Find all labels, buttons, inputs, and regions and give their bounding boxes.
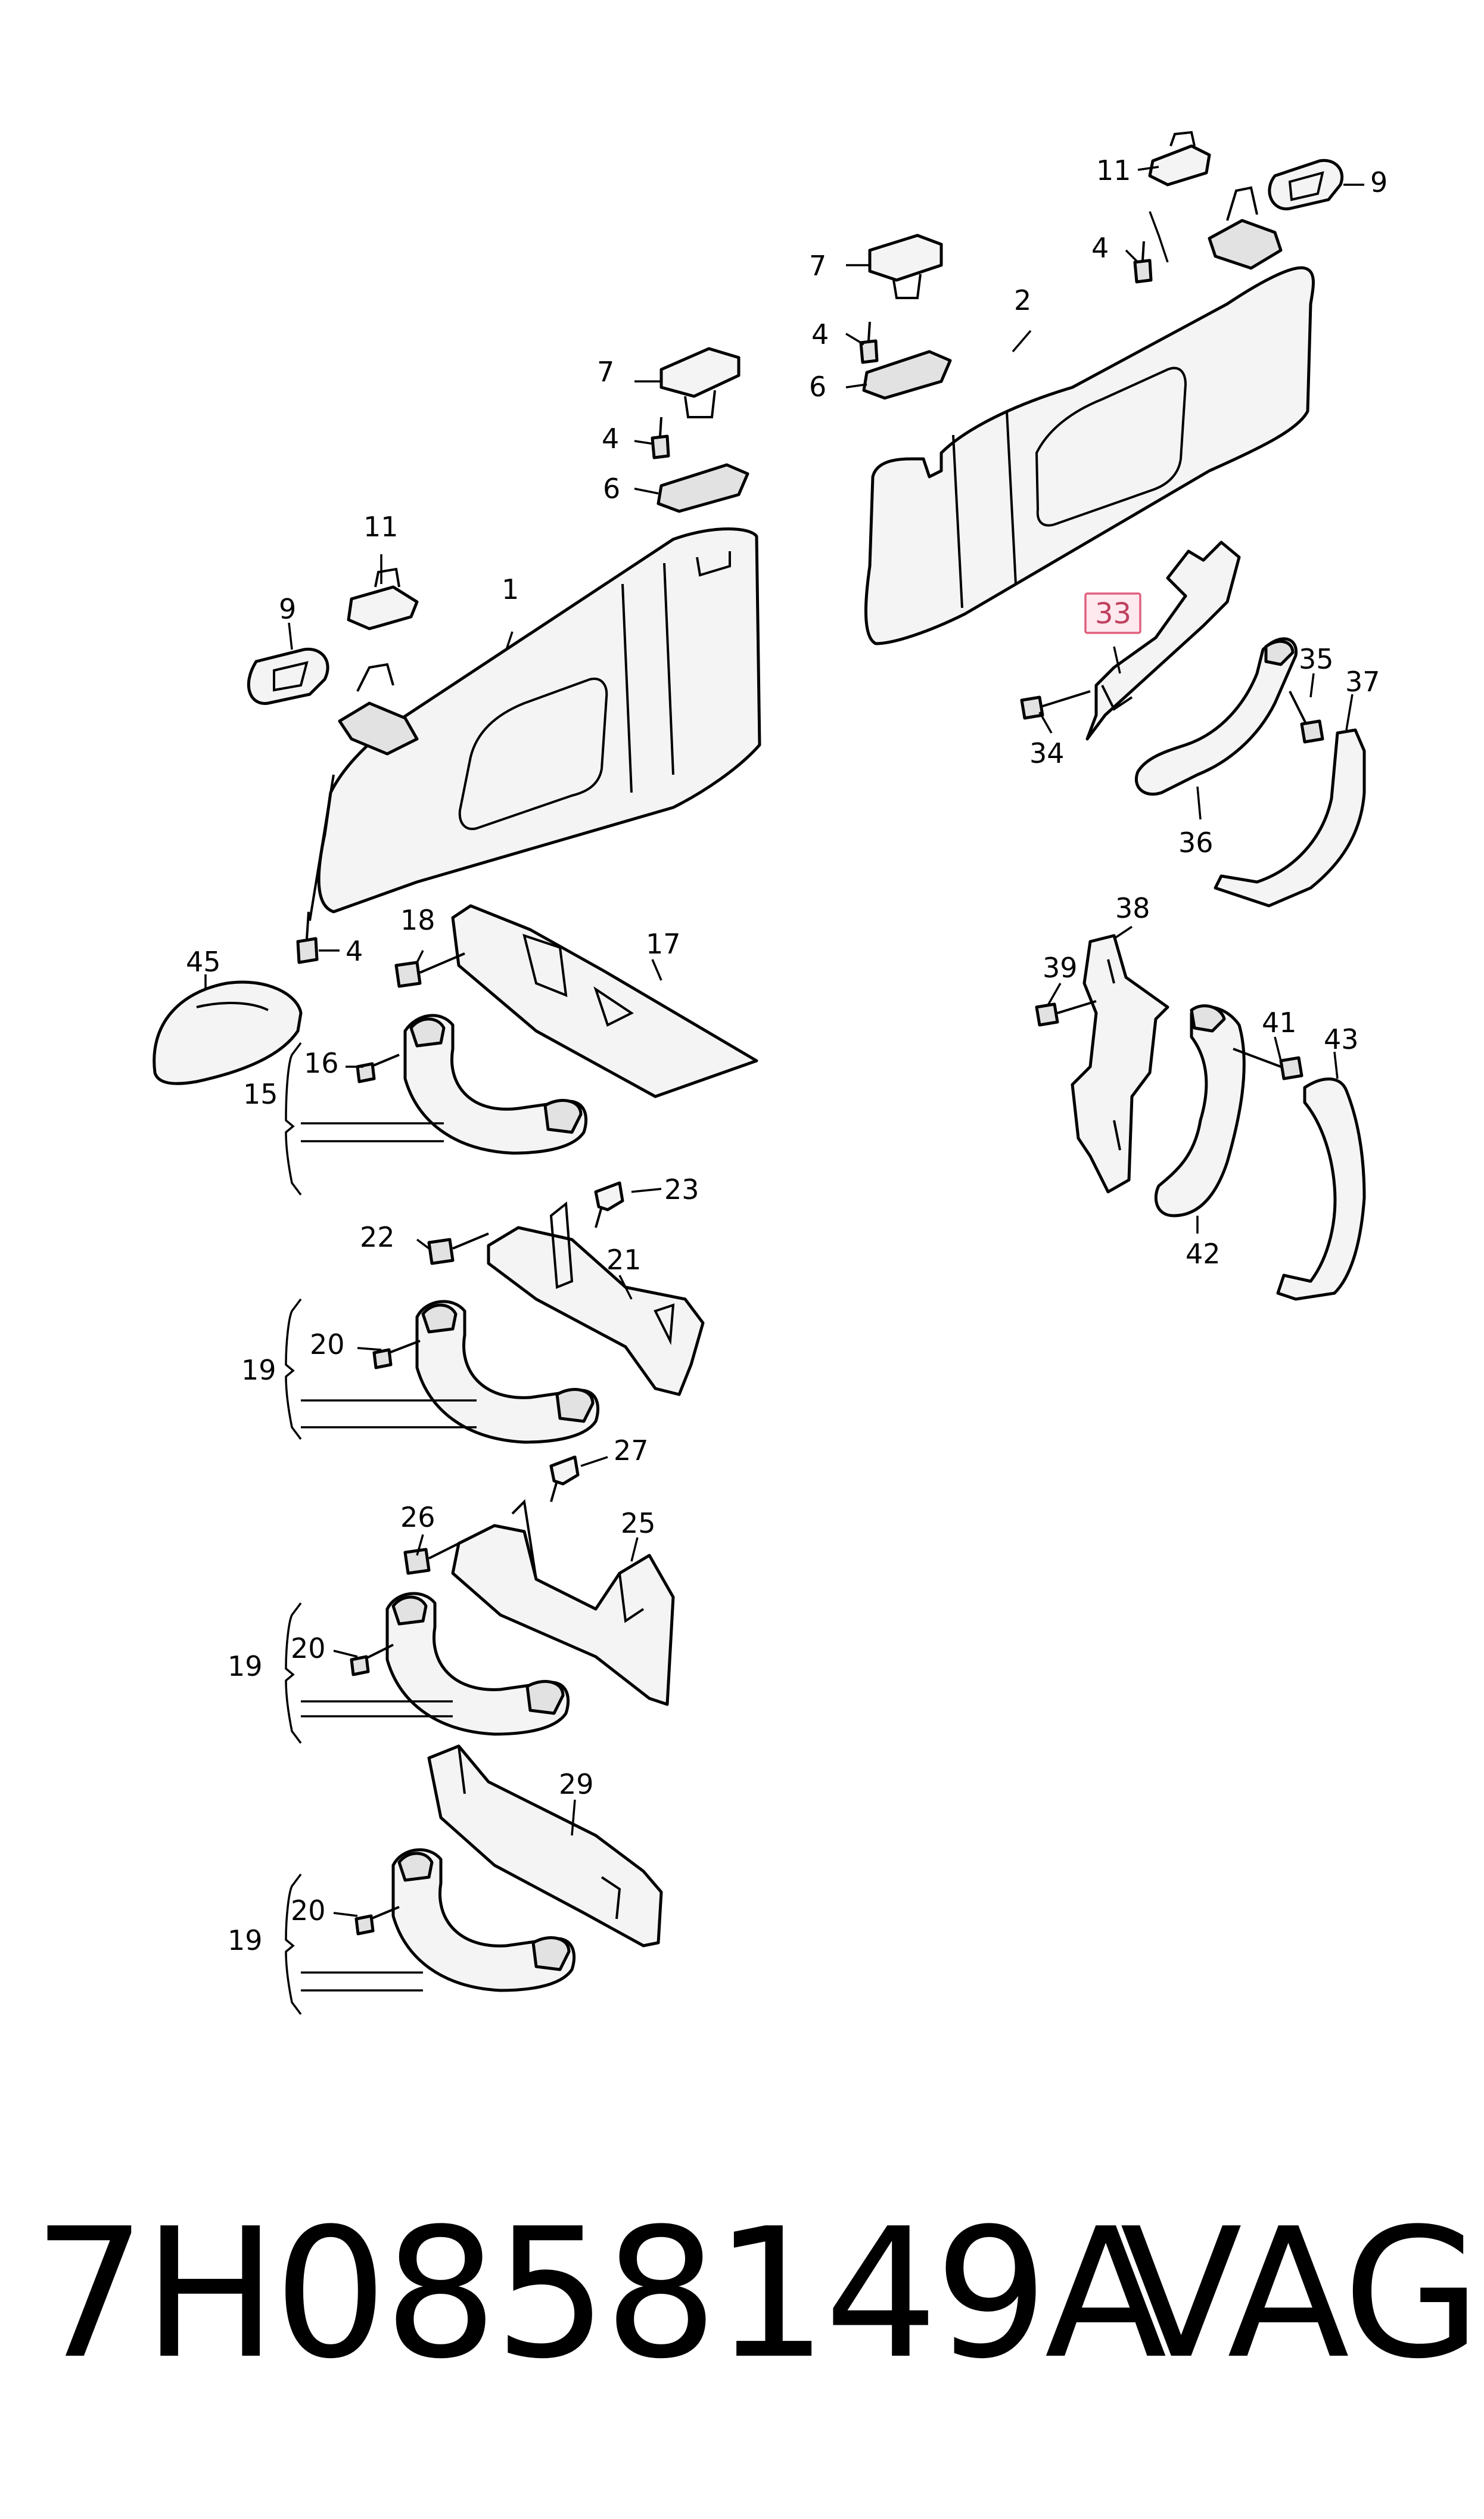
callout-4-right-top: 4 — [1091, 232, 1109, 264]
bracket-21 — [487, 1201, 705, 1396]
hinge-11-right — [1148, 131, 1211, 187]
grab-handle-19b — [385, 1592, 570, 1736]
callout-42: 42 — [1186, 1238, 1221, 1270]
grab-handle-36 — [1134, 637, 1298, 796]
callout-41: 41 — [1262, 1007, 1297, 1039]
cap-6-left — [657, 463, 749, 513]
callout-43: 43 — [1324, 1023, 1359, 1055]
callout-7-left: 7 — [597, 356, 614, 388]
callout-19a: 19 — [241, 1354, 276, 1386]
callout-4-left-top: 4 — [602, 423, 619, 455]
callout-34: 34 — [1029, 737, 1065, 769]
callout-45: 45 — [186, 946, 221, 978]
callout-20c: 20 — [291, 1894, 326, 1927]
screw-22 — [427, 1232, 489, 1265]
visor-clip-left — [247, 647, 329, 705]
grab-handle-19a — [415, 1300, 600, 1444]
callout-6-left: 6 — [603, 473, 620, 505]
callout-21: 21 — [606, 1244, 642, 1276]
clip-23 — [594, 1181, 624, 1228]
callout-4-right-mid: 4 — [811, 318, 829, 350]
callout-18: 18 — [400, 904, 435, 936]
hinge-11-left — [347, 567, 419, 630]
brand-label: VAG — [1120, 2190, 1481, 2398]
clip-7-left — [659, 347, 741, 418]
bracket-29 — [427, 1744, 663, 1948]
cap-6-right — [862, 350, 952, 400]
trim-37 — [1214, 728, 1366, 908]
callout-4-lower: 4 — [346, 935, 363, 967]
callout-6-right: 6 — [809, 371, 826, 403]
handle-bracket-17 — [451, 904, 758, 1098]
screw-41 — [1233, 1048, 1303, 1080]
callout-11-right: 11 — [1096, 154, 1131, 187]
sun-visor-right — [864, 266, 1315, 645]
clip-27 — [549, 1455, 580, 1502]
screw-4-right-mid — [859, 321, 879, 364]
screw-20b — [350, 1644, 394, 1676]
callout-25: 25 — [621, 1507, 656, 1539]
bracket-38 — [1071, 934, 1169, 1194]
clip-7-right — [868, 234, 943, 299]
callout-35: 35 — [1299, 643, 1334, 675]
visor-mount-right — [1208, 186, 1283, 270]
screw-4-lower — [296, 911, 319, 964]
callout-39: 39 — [1043, 952, 1078, 984]
callout-20a: 20 — [310, 1328, 345, 1361]
screw-4-left-top — [651, 417, 670, 459]
callout-26: 26 — [400, 1501, 435, 1533]
highlight-box-33 — [1084, 592, 1141, 634]
callout-15: 15 — [243, 1078, 278, 1110]
trim-43 — [1276, 1077, 1366, 1301]
callout-20b: 20 — [291, 1632, 326, 1664]
bolt-34 — [1020, 690, 1091, 720]
callout-36: 36 — [1178, 827, 1214, 859]
screw-20a — [372, 1340, 421, 1369]
screw-18 — [394, 952, 465, 988]
screw-35 — [1289, 691, 1324, 744]
callout-1: 1 — [502, 573, 519, 605]
grab-handle-19c — [391, 1848, 576, 1992]
callout-38: 38 — [1115, 892, 1150, 924]
callout-22: 22 — [360, 1221, 395, 1253]
callout-23: 23 — [664, 1173, 699, 1206]
callout-19b: 19 — [228, 1650, 263, 1682]
callout-11-left: 11 — [363, 511, 399, 543]
visor-clip-right — [1268, 159, 1343, 210]
screw-20c — [354, 1906, 400, 1936]
grab-handle-15 — [403, 1014, 588, 1155]
callout-7-right: 7 — [809, 250, 826, 282]
visor-mount-left — [338, 663, 419, 756]
bracket-33 — [1085, 541, 1241, 741]
callout-19c: 19 — [228, 1924, 263, 1956]
screw-16 — [356, 1054, 400, 1083]
callout-29: 29 — [559, 1768, 594, 1800]
callout-16: 16 — [304, 1047, 339, 1079]
callout-2: 2 — [1014, 284, 1031, 316]
bolt-39 — [1035, 1000, 1097, 1027]
callout-9-left: 9 — [279, 593, 296, 625]
callout-37: 37 — [1345, 666, 1380, 698]
callout-9-right: 9 — [1370, 166, 1387, 198]
screw-4-right-top — [1133, 241, 1153, 284]
parts-diagram: 1 2 4 4 4 4 6 6 7 7 9 9 11 11 15 16 17 1… — [153, 131, 1387, 2015]
cover-45 — [153, 980, 303, 1085]
part-number: 7H0858149A — [33, 2190, 1167, 2398]
callout-17: 17 — [646, 928, 681, 960]
callout-33: 33 — [1095, 597, 1131, 630]
grab-handle-42 — [1154, 1004, 1246, 1217]
bracket-25 — [451, 1499, 675, 1706]
callout-27: 27 — [614, 1434, 649, 1467]
